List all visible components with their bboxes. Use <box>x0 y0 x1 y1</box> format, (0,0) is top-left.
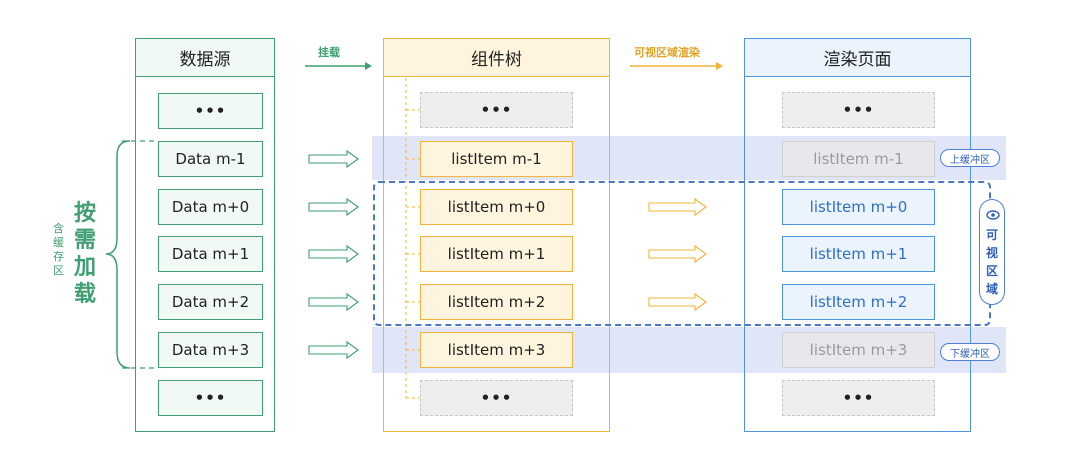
data-item: Data m+2 <box>158 284 263 320</box>
tree-header: 组件树 <box>384 39 609 77</box>
cache-label: 含 缓 存 区 <box>53 222 64 278</box>
render-ellipsis-bottom: ••• <box>782 380 935 416</box>
cache-label-char: 存 <box>53 250 64 263</box>
mount-label: 挂载 <box>318 46 340 59</box>
tree-item: listItem m-1 <box>420 141 573 177</box>
data-item: Data m+0 <box>158 189 263 225</box>
on-demand-char: 按 <box>74 201 97 226</box>
source-title: 数据源 <box>179 50 231 70</box>
tree-item: listItem m+1 <box>420 236 573 272</box>
visible-area-char: 域 <box>985 282 998 296</box>
on-demand-char: 载 <box>74 282 97 307</box>
source-ellipsis-bottom: ••• <box>158 380 263 416</box>
visible-render-label: 可视区域渲染 <box>634 46 700 59</box>
render-header: 渲染页面 <box>745 39 970 77</box>
render-item-visible: listItem m+2 <box>782 284 935 320</box>
visible-area-char: 区 <box>985 264 998 278</box>
render-item-visible: listItem m+1 <box>782 236 935 272</box>
upper-buffer-tag: 上缓冲区 <box>940 149 1000 167</box>
tree-ellipsis-bottom: ••• <box>420 380 573 416</box>
render-title: 渲染页面 <box>823 50 892 70</box>
render-item-visible: listItem m+0 <box>782 189 935 225</box>
on-demand-char: 加 <box>74 255 97 280</box>
tree-panel: 组件树 <box>383 38 610 432</box>
eye-icon <box>986 210 1000 220</box>
tree-item: listItem m+2 <box>420 284 573 320</box>
tree-item: listItem m+0 <box>420 189 573 225</box>
visible-area-label: 可 视 区 域 <box>980 226 1004 298</box>
on-demand-char: 需 <box>74 228 97 253</box>
data-item: Data m+3 <box>158 332 263 368</box>
render-panel: 渲染页面 <box>744 38 971 432</box>
tree-item: listItem m+3 <box>420 332 573 368</box>
render-ellipsis-top: ••• <box>782 92 935 128</box>
data-item: Data m-1 <box>158 141 263 177</box>
tree-ellipsis-top: ••• <box>420 92 573 128</box>
visible-area-char: 可 <box>985 228 998 242</box>
render-item-buffered: listItem m+3 <box>782 332 935 368</box>
lower-buffer-tag: 下缓冲区 <box>940 343 1000 361</box>
render-item-buffered: listItem m-1 <box>782 141 935 177</box>
cache-label-char: 缓 <box>53 236 64 249</box>
visible-area-pill: 可 视 区 域 <box>979 199 1005 305</box>
tree-title: 组件树 <box>471 50 522 70</box>
source-header: 数据源 <box>136 39 274 77</box>
cache-label-char: 含 <box>53 222 64 235</box>
cache-label-char: 区 <box>53 264 64 277</box>
source-ellipsis-top: ••• <box>158 93 263 129</box>
on-demand-label: 按 需 加 载 <box>74 200 96 308</box>
visible-area-char: 视 <box>985 246 998 260</box>
data-item: Data m+1 <box>158 236 263 272</box>
